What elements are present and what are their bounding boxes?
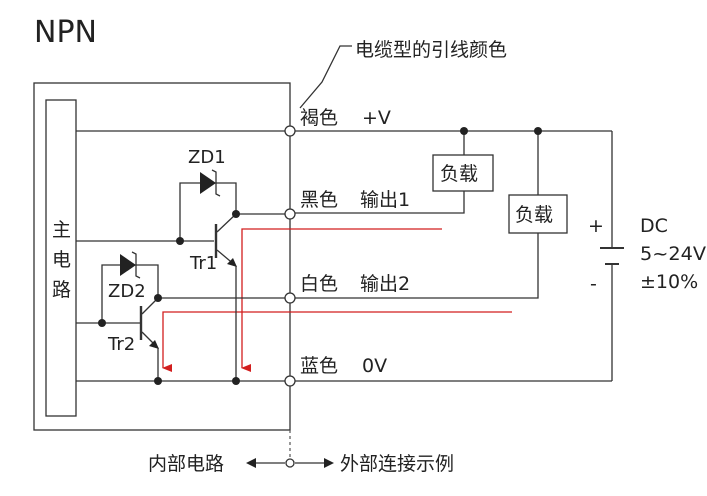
supply-minus-sign: -: [590, 273, 597, 295]
tr2-emitter-arrow: [149, 340, 159, 349]
terminal-blue: [284, 375, 296, 387]
wire-black-color: 黑色: [300, 189, 338, 211]
sensor-housing: [33, 82, 291, 431]
tr2-label: Tr2: [107, 334, 135, 355]
main-circuit-block: [45, 99, 77, 417]
cable-color-caption: 电缆型的引线颜色: [355, 39, 507, 61]
boundary-terminal: [285, 458, 295, 468]
junction-load1-supply: [460, 127, 468, 135]
supply-voltage: 5~24V: [640, 243, 706, 265]
wire-white-signal: 输出2: [360, 273, 410, 295]
tr1-emitter-arrow: [227, 258, 237, 267]
supply-type: DC: [640, 215, 668, 237]
internal-circuit-label: 内部电路: [148, 453, 224, 475]
junction-tr2-ground: [154, 377, 162, 385]
external-connection-label: 外部连接示例: [340, 453, 454, 475]
supply-plus-sign: +: [588, 215, 604, 237]
zd1-loop: [179, 182, 237, 241]
zd1-diode-triangle: [200, 172, 216, 194]
caption-leader-line: [299, 45, 352, 109]
wire-black-signal: 输出1: [360, 189, 410, 211]
junction-zd2-base: [98, 319, 106, 327]
zd1-label: ZD1: [188, 147, 226, 168]
load2-label: 负载: [515, 204, 553, 226]
load2-box: [508, 194, 568, 234]
zd2-zener-bar: [131, 251, 141, 279]
external-arrowhead: [324, 458, 334, 468]
zd2-diode-triangle: [120, 254, 136, 276]
supply-tolerance: ±10%: [640, 271, 698, 293]
main-circuit-char-2: 电: [52, 249, 71, 271]
output2-current-path: [162, 311, 512, 372]
tr1-collector-lead: [216, 213, 237, 233]
terminal-black: [284, 208, 296, 220]
load1-box: [432, 154, 494, 192]
load1-label: 负载: [440, 163, 478, 185]
main-circuit-char-1: 主: [52, 219, 71, 241]
wire-brown-signal: +V: [362, 107, 391, 129]
wire-blue-color: 蓝色: [300, 355, 338, 377]
main-circuit-char-3: 路: [52, 279, 71, 301]
zd2-label: ZD2: [108, 281, 146, 302]
diagram-title: NPN: [34, 15, 97, 50]
zd1-zener-bar: [211, 169, 221, 197]
load2-output2-lead: [290, 233, 539, 299]
junction-tr1-collector: [232, 210, 240, 218]
output1-current-path: [241, 228, 442, 372]
wire-white-color: 白色: [300, 273, 338, 295]
terminal-brown: [284, 125, 296, 137]
junction-tr1-ground: [232, 377, 240, 385]
wire-brown-color: 褐色: [300, 107, 338, 129]
internal-arrowhead: [246, 458, 256, 468]
terminal-white: [284, 292, 296, 304]
wire-blue-signal: 0V: [362, 355, 387, 377]
junction-zd1-base: [176, 237, 184, 245]
load1-output1-lead: [290, 191, 465, 214]
junction-tr2-collector: [154, 294, 162, 302]
junction-load2-supply: [534, 127, 542, 135]
tr1-label: Tr1: [189, 253, 217, 274]
